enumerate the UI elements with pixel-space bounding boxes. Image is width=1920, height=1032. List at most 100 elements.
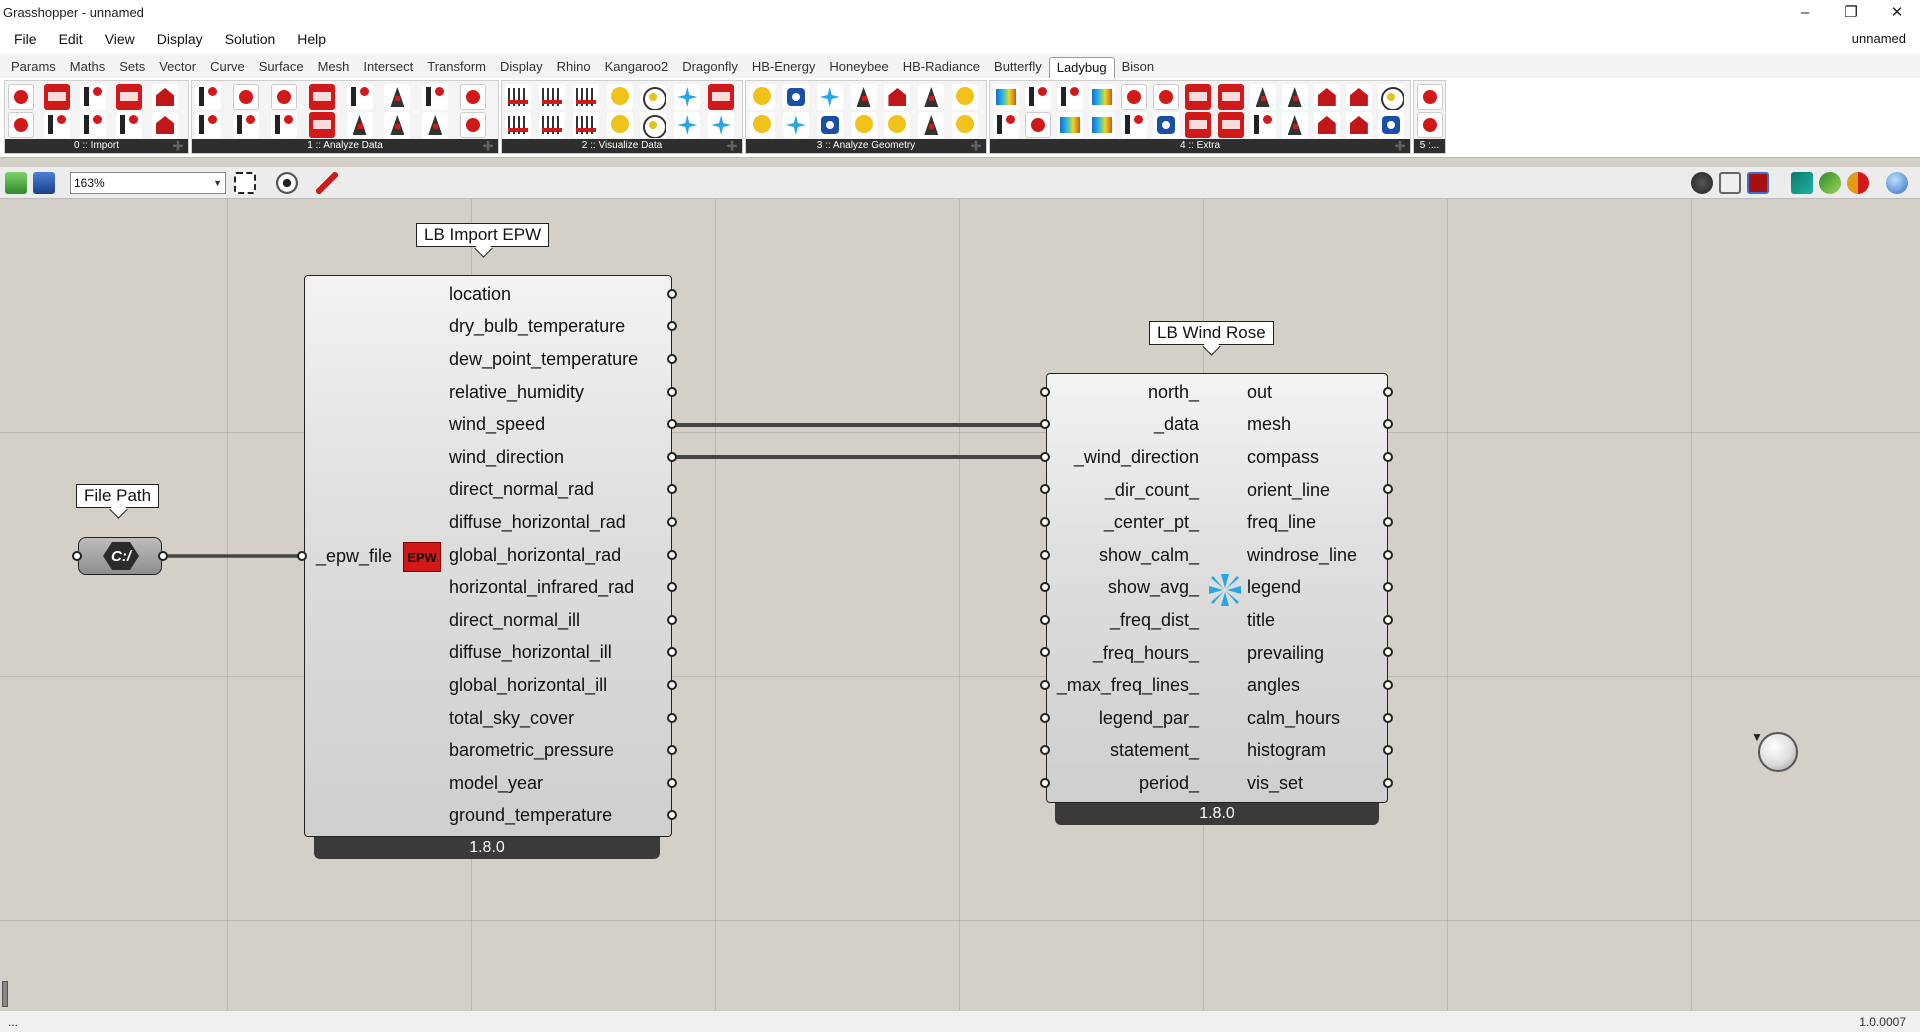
text-3d-icon[interactable] bbox=[1121, 112, 1148, 138]
tab-ladybug[interactable]: Ladybug bbox=[1048, 57, 1115, 78]
sun-chart-icon[interactable] bbox=[422, 84, 449, 110]
eye-icon[interactable] bbox=[816, 112, 843, 138]
camera-icon[interactable] bbox=[1153, 84, 1180, 110]
deconstruct-icon[interactable] bbox=[195, 84, 221, 110]
tab-honeybee[interactable]: Honeybee bbox=[829, 59, 889, 74]
export-ep-icon[interactable] bbox=[1185, 84, 1212, 110]
histogram-icon[interactable] bbox=[572, 112, 599, 138]
menu-solution[interactable]: Solution bbox=[224, 31, 276, 47]
data-port[interactable] bbox=[1040, 419, 1050, 429]
tab-bison[interactable]: Bison bbox=[1121, 59, 1155, 74]
legend-parameters-icon[interactable] bbox=[1089, 84, 1116, 110]
radiation-icon[interactable] bbox=[782, 112, 809, 138]
tab-sets[interactable]: Sets bbox=[119, 59, 146, 74]
sun-icon[interactable] bbox=[606, 112, 633, 138]
area-chart-icon[interactable] bbox=[572, 84, 599, 110]
sync-icon[interactable] bbox=[1377, 112, 1404, 138]
zoom-dropdown[interactable]: 163% ▼ bbox=[70, 172, 226, 194]
tab-surface[interactable]: Surface bbox=[258, 59, 304, 74]
windrose-line-port[interactable] bbox=[1383, 550, 1393, 560]
ribbon-group-label[interactable]: 4 :: Extra➕ bbox=[990, 139, 1410, 153]
export-cf-icon[interactable] bbox=[1217, 112, 1244, 138]
freq-hours-port[interactable] bbox=[1040, 647, 1050, 657]
dmy-icon[interactable] bbox=[308, 112, 335, 138]
bake-icon[interactable] bbox=[1791, 172, 1813, 194]
diffuse-horizontal-rad-port[interactable] bbox=[667, 517, 677, 527]
import-epw-component[interactable]: _epw_file EPW location dry_bulb_temperat… bbox=[304, 275, 672, 837]
histogram-port[interactable] bbox=[1383, 745, 1393, 755]
tab-maths[interactable]: Maths bbox=[69, 59, 106, 74]
threshold-icon[interactable] bbox=[270, 112, 297, 138]
location-port[interactable] bbox=[667, 289, 677, 299]
stat-icon[interactable] bbox=[116, 112, 142, 138]
dir-count-port[interactable] bbox=[1040, 484, 1050, 494]
list-icon[interactable] bbox=[1249, 112, 1276, 138]
radiation-rose-icon[interactable] bbox=[640, 84, 667, 110]
wind-person-icon[interactable] bbox=[422, 112, 449, 138]
global-horizontal-ill-port[interactable] bbox=[667, 680, 677, 690]
diffuse-horizontal-ill-port[interactable] bbox=[667, 647, 677, 657]
ny-data-icon[interactable] bbox=[80, 84, 106, 110]
direct-normal-ill-port[interactable] bbox=[667, 615, 677, 625]
apply-condition-icon[interactable] bbox=[232, 84, 259, 110]
center-pt-port[interactable] bbox=[1040, 517, 1050, 527]
file-path-input-port[interactable] bbox=[72, 551, 82, 561]
solar-envelope-icon[interactable] bbox=[952, 112, 979, 138]
line-chart-icon[interactable] bbox=[538, 112, 565, 138]
sky-mask-icon[interactable] bbox=[952, 84, 979, 110]
show-avg-port[interactable] bbox=[1040, 582, 1050, 592]
hourly-plot-icon[interactable] bbox=[308, 84, 335, 110]
battery-icon[interactable] bbox=[993, 112, 1019, 138]
close-button[interactable]: ✕ bbox=[1890, 4, 1904, 21]
direct-normal-rad-port[interactable] bbox=[667, 484, 677, 494]
orient-line-port[interactable] bbox=[1383, 484, 1393, 494]
calm-hours-port[interactable] bbox=[1383, 713, 1393, 723]
shade-bench-icon[interactable] bbox=[884, 84, 911, 110]
model-year-port[interactable] bbox=[667, 778, 677, 788]
radiation-dome-icon[interactable] bbox=[850, 112, 877, 138]
shade-icon[interactable] bbox=[850, 84, 877, 110]
menu-edit[interactable]: Edit bbox=[58, 31, 83, 47]
orient-icon[interactable] bbox=[1153, 112, 1180, 138]
legend-par-port[interactable] bbox=[1040, 713, 1050, 723]
zoom-extents-icon[interactable] bbox=[234, 172, 256, 194]
search-icon[interactable] bbox=[8, 112, 34, 138]
global-horizontal-rad-port[interactable] bbox=[667, 550, 677, 560]
legend-port[interactable] bbox=[1383, 582, 1393, 592]
ddy-icon[interactable] bbox=[116, 84, 142, 110]
people-icon[interactable] bbox=[1281, 84, 1308, 110]
stop-icon[interactable] bbox=[1417, 112, 1443, 138]
adaptive-icon[interactable] bbox=[708, 112, 735, 138]
folder-icon[interactable] bbox=[1345, 84, 1372, 110]
wind-direction-input-port[interactable] bbox=[1040, 452, 1050, 462]
record-icon[interactable] bbox=[1417, 84, 1443, 110]
preview-eye-icon[interactable] bbox=[276, 172, 298, 194]
angles-port[interactable] bbox=[1383, 680, 1393, 690]
menu-display[interactable]: Display bbox=[156, 31, 203, 47]
home-icon[interactable] bbox=[1313, 112, 1340, 138]
bar-chart-icon[interactable] bbox=[505, 84, 531, 110]
period-port[interactable] bbox=[1040, 778, 1050, 788]
tab-kangaroo2[interactable]: Kangaroo2 bbox=[604, 59, 669, 74]
ribbon-group-label[interactable]: 2 :: Visualize Data➕ bbox=[502, 139, 742, 153]
tab-hb-energy[interactable]: HB-Energy bbox=[751, 59, 816, 74]
compass-port[interactable] bbox=[1383, 452, 1393, 462]
export-sf-icon[interactable] bbox=[1217, 84, 1244, 110]
ribbon-group-label[interactable]: 5 :... bbox=[1414, 139, 1445, 153]
shaded-preview-icon[interactable] bbox=[1747, 172, 1769, 194]
barometric-pressure-port[interactable] bbox=[667, 745, 677, 755]
tab-transform[interactable]: Transform bbox=[427, 59, 486, 74]
tab-vector[interactable]: Vector bbox=[159, 59, 197, 74]
monthly-chart-icon[interactable] bbox=[505, 112, 531, 138]
horizon-icon[interactable] bbox=[460, 84, 487, 110]
expand-icon[interactable]: ➕ bbox=[726, 141, 738, 151]
max-freq-lines-port[interactable] bbox=[1040, 680, 1050, 690]
house-icon[interactable] bbox=[1313, 84, 1340, 110]
deconstruct-object-icon[interactable] bbox=[1249, 84, 1276, 110]
color-range-icon[interactable] bbox=[1057, 112, 1084, 138]
canvas-navigation-knob[interactable] bbox=[1758, 732, 1798, 772]
tab-curve[interactable]: Curve bbox=[210, 59, 245, 74]
sketch-pen-icon[interactable] bbox=[316, 172, 338, 194]
epw-file-input-port[interactable] bbox=[297, 551, 307, 561]
expand-icon[interactable]: ➕ bbox=[1394, 141, 1406, 151]
